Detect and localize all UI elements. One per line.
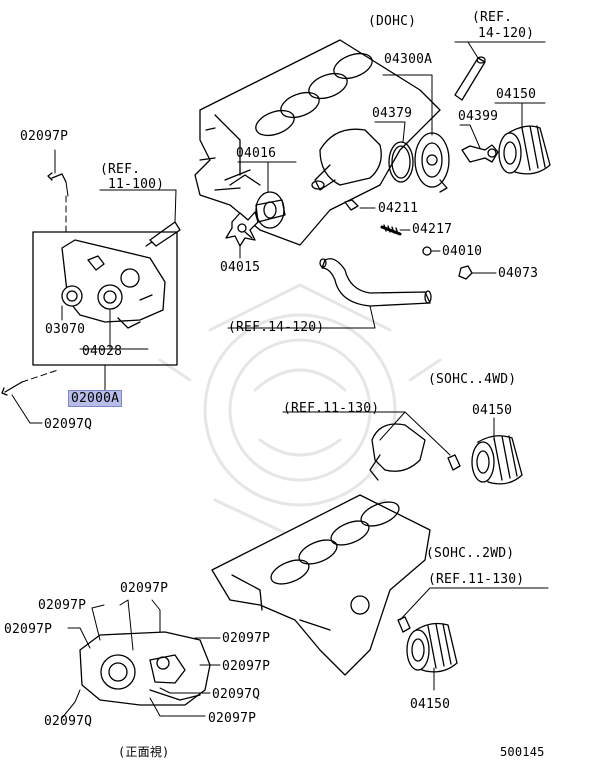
sohc-2wd-block (211, 494, 431, 676)
label-03070: 03070 (45, 322, 86, 337)
oil-pipe-top (454, 56, 486, 101)
label-04028: 04028 (82, 344, 123, 359)
label-04016: 04016 (236, 146, 277, 161)
oil-fitting (461, 144, 499, 163)
oil-filter-top (498, 125, 551, 175)
front-cover (61, 239, 166, 329)
label-04150-low: 04150 (410, 697, 451, 712)
pump-gear (255, 191, 286, 229)
oil-filter-bracket (388, 132, 450, 193)
pump-impeller (225, 211, 259, 247)
label-dohc: (DOHC) (368, 14, 417, 29)
label-02097P-l3: 02097P (4, 622, 53, 637)
diagram-number: 500145 (500, 745, 545, 759)
bolt-top (47, 172, 67, 183)
label-ref-11-100-b: 11-100) (108, 177, 165, 192)
bolt-left (1, 381, 23, 396)
label-front-view: (正面視) (118, 745, 170, 759)
front-view-cover (79, 631, 211, 706)
label-ref-11-130-low: (REF.11-130) (428, 572, 525, 587)
label-04211: 04211 (378, 201, 419, 216)
sohc-4wd-housing (369, 423, 426, 481)
label-02097P-r1: 02097P (222, 631, 271, 646)
oil-hose-mid (319, 258, 432, 307)
label-ref-14-120-top-a: (REF. (472, 10, 513, 25)
water-pump-housing (311, 128, 382, 191)
label-ref-11-130-mid: (REF.11-130) (283, 401, 380, 416)
leader-lines (11, 41, 549, 719)
label-02097P-top: 02097P (20, 129, 69, 144)
sealant-tube (145, 221, 181, 247)
label-04217: 04217 (412, 222, 453, 237)
label-04015: 04015 (220, 260, 261, 275)
label-sohc-2wd: (SOHC..2WD) (426, 546, 515, 561)
label-sohc-4wd: (SOHC..4WD) (428, 372, 517, 387)
sohc-2wd-filter (397, 616, 458, 673)
label-02000A[interactable]: 02000A (68, 390, 123, 407)
sohc-4wd-filter (447, 435, 523, 485)
label-ref-14-120-top-b: 14-120) (478, 26, 535, 41)
label-ref-14-120-mid: (REF.14-120) (228, 320, 325, 335)
label-04150-top: 04150 (496, 87, 537, 102)
label-ref-11-100-a: (REF. (100, 162, 141, 177)
label-02097P-l1: 02097P (120, 581, 169, 596)
small-parts-dohc (344, 199, 473, 280)
label-04150-mid: 04150 (472, 403, 513, 418)
label-02097P-l2: 02097P (38, 598, 87, 613)
label-04073: 04073 (498, 266, 539, 281)
label-02097Q-l: 02097Q (44, 714, 93, 729)
label-04300A: 04300A (384, 52, 433, 67)
label-02097P-r2: 02097P (222, 659, 271, 674)
label-02097Q-mid: 02097Q (44, 417, 93, 432)
label-02097P-r3: 02097P (208, 711, 257, 726)
label-02097Q-r: 02097Q (212, 687, 261, 702)
dohc-cylinder-block (194, 39, 441, 246)
label-04010: 04010 (442, 244, 483, 259)
label-04379: 04379 (372, 106, 413, 121)
label-04399: 04399 (458, 109, 499, 124)
